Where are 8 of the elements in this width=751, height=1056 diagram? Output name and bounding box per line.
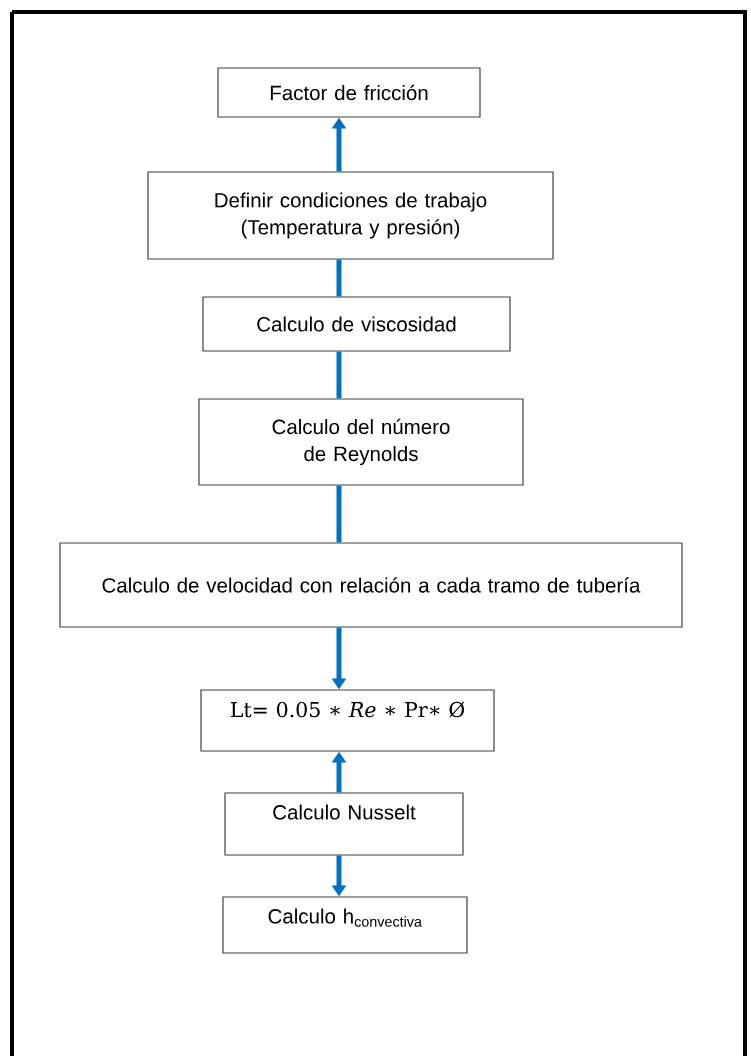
process-box: Calculo de viscosidad: [202, 296, 511, 352]
process-box: Lt= 0.05 ∗ Re ∗ Pr∗ Ø: [200, 689, 495, 752]
process-box: Definir condiciones de trabajo (Temperatura y presión): [147, 171, 554, 260]
process-box: Calculo del número de Reynolds: [198, 398, 524, 486]
process-box: Factor de fricción: [217, 67, 481, 118]
process-box: $\mathrm{Calculo\ h_{convectiva}}$: [222, 896, 468, 954]
process-box: Calculo Nusselt: [224, 792, 464, 856]
process-box: Calculo de velocidad con relación a cada tramo de tubería: [59, 542, 683, 628]
